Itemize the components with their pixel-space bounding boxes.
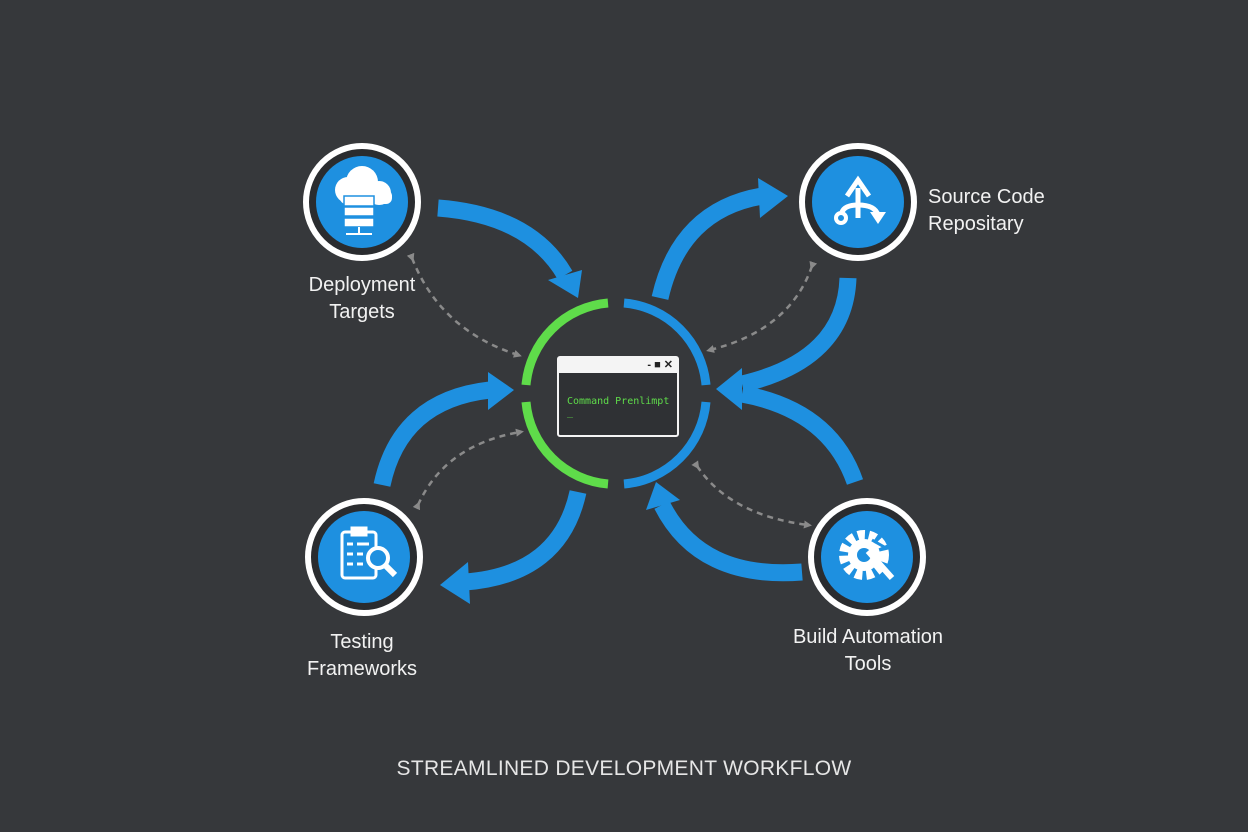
dashed-arrow-testing (412, 428, 524, 511)
arrowhead (716, 368, 742, 410)
label-testing: Testing Frameworks (282, 629, 442, 683)
label-line: Targets (329, 301, 395, 323)
label-line: Frameworks (306, 658, 417, 680)
arrowhead (548, 270, 582, 298)
flow-arrow-source-to-center (740, 277, 857, 393)
flow-arrow-testing-to-center (373, 381, 492, 487)
window-controls: - ■ ✕ (647, 359, 673, 371)
git-branch-icon (834, 175, 881, 225)
diagram-title: STREAMLINED DEVELOPMENT WORKFLOW (396, 757, 852, 780)
command-prompt-window: - ■ ✕ Command Prenlimpt _ (557, 356, 679, 437)
label-line: Deployment (308, 274, 416, 296)
label-line: Build Automation (792, 626, 944, 648)
prompt-text: Command Prenlimpt _ (567, 396, 670, 418)
dashed-arrow-build (691, 460, 812, 529)
cloud-server-icon (335, 166, 392, 235)
flow-arrow-deploy-to-center (437, 199, 573, 280)
node-testing (305, 498, 423, 616)
flow-arrow-center-to-source (651, 187, 764, 300)
node-deployment (303, 143, 421, 261)
dashed-arrow-source (706, 260, 818, 353)
label-build: Build Automation Tools (768, 624, 968, 678)
clipboard-search-icon (340, 526, 398, 580)
arrowhead (646, 482, 680, 510)
flow-arrow-build-to-center (740, 385, 864, 485)
window-title-bar: - ■ ✕ (559, 358, 677, 373)
flow-arrow-center-to-testing (464, 490, 587, 591)
gear-hammer-icon (839, 530, 895, 580)
label-line: Testing (330, 631, 394, 653)
node-source (799, 143, 917, 261)
label-source: Source Code Repositary (928, 184, 1088, 238)
arrowhead (758, 178, 788, 218)
label-line: Tools (844, 653, 892, 675)
flow-arrow-build-to-center-bottom (654, 500, 803, 582)
center-ring (521, 298, 711, 489)
arrowhead (488, 372, 514, 410)
arrowhead (440, 562, 470, 604)
label-deployment: Deployment Targets (282, 272, 442, 326)
node-build (808, 498, 926, 616)
label-line: Source Code (928, 186, 1045, 208)
label-line: Repositary (928, 213, 1024, 235)
